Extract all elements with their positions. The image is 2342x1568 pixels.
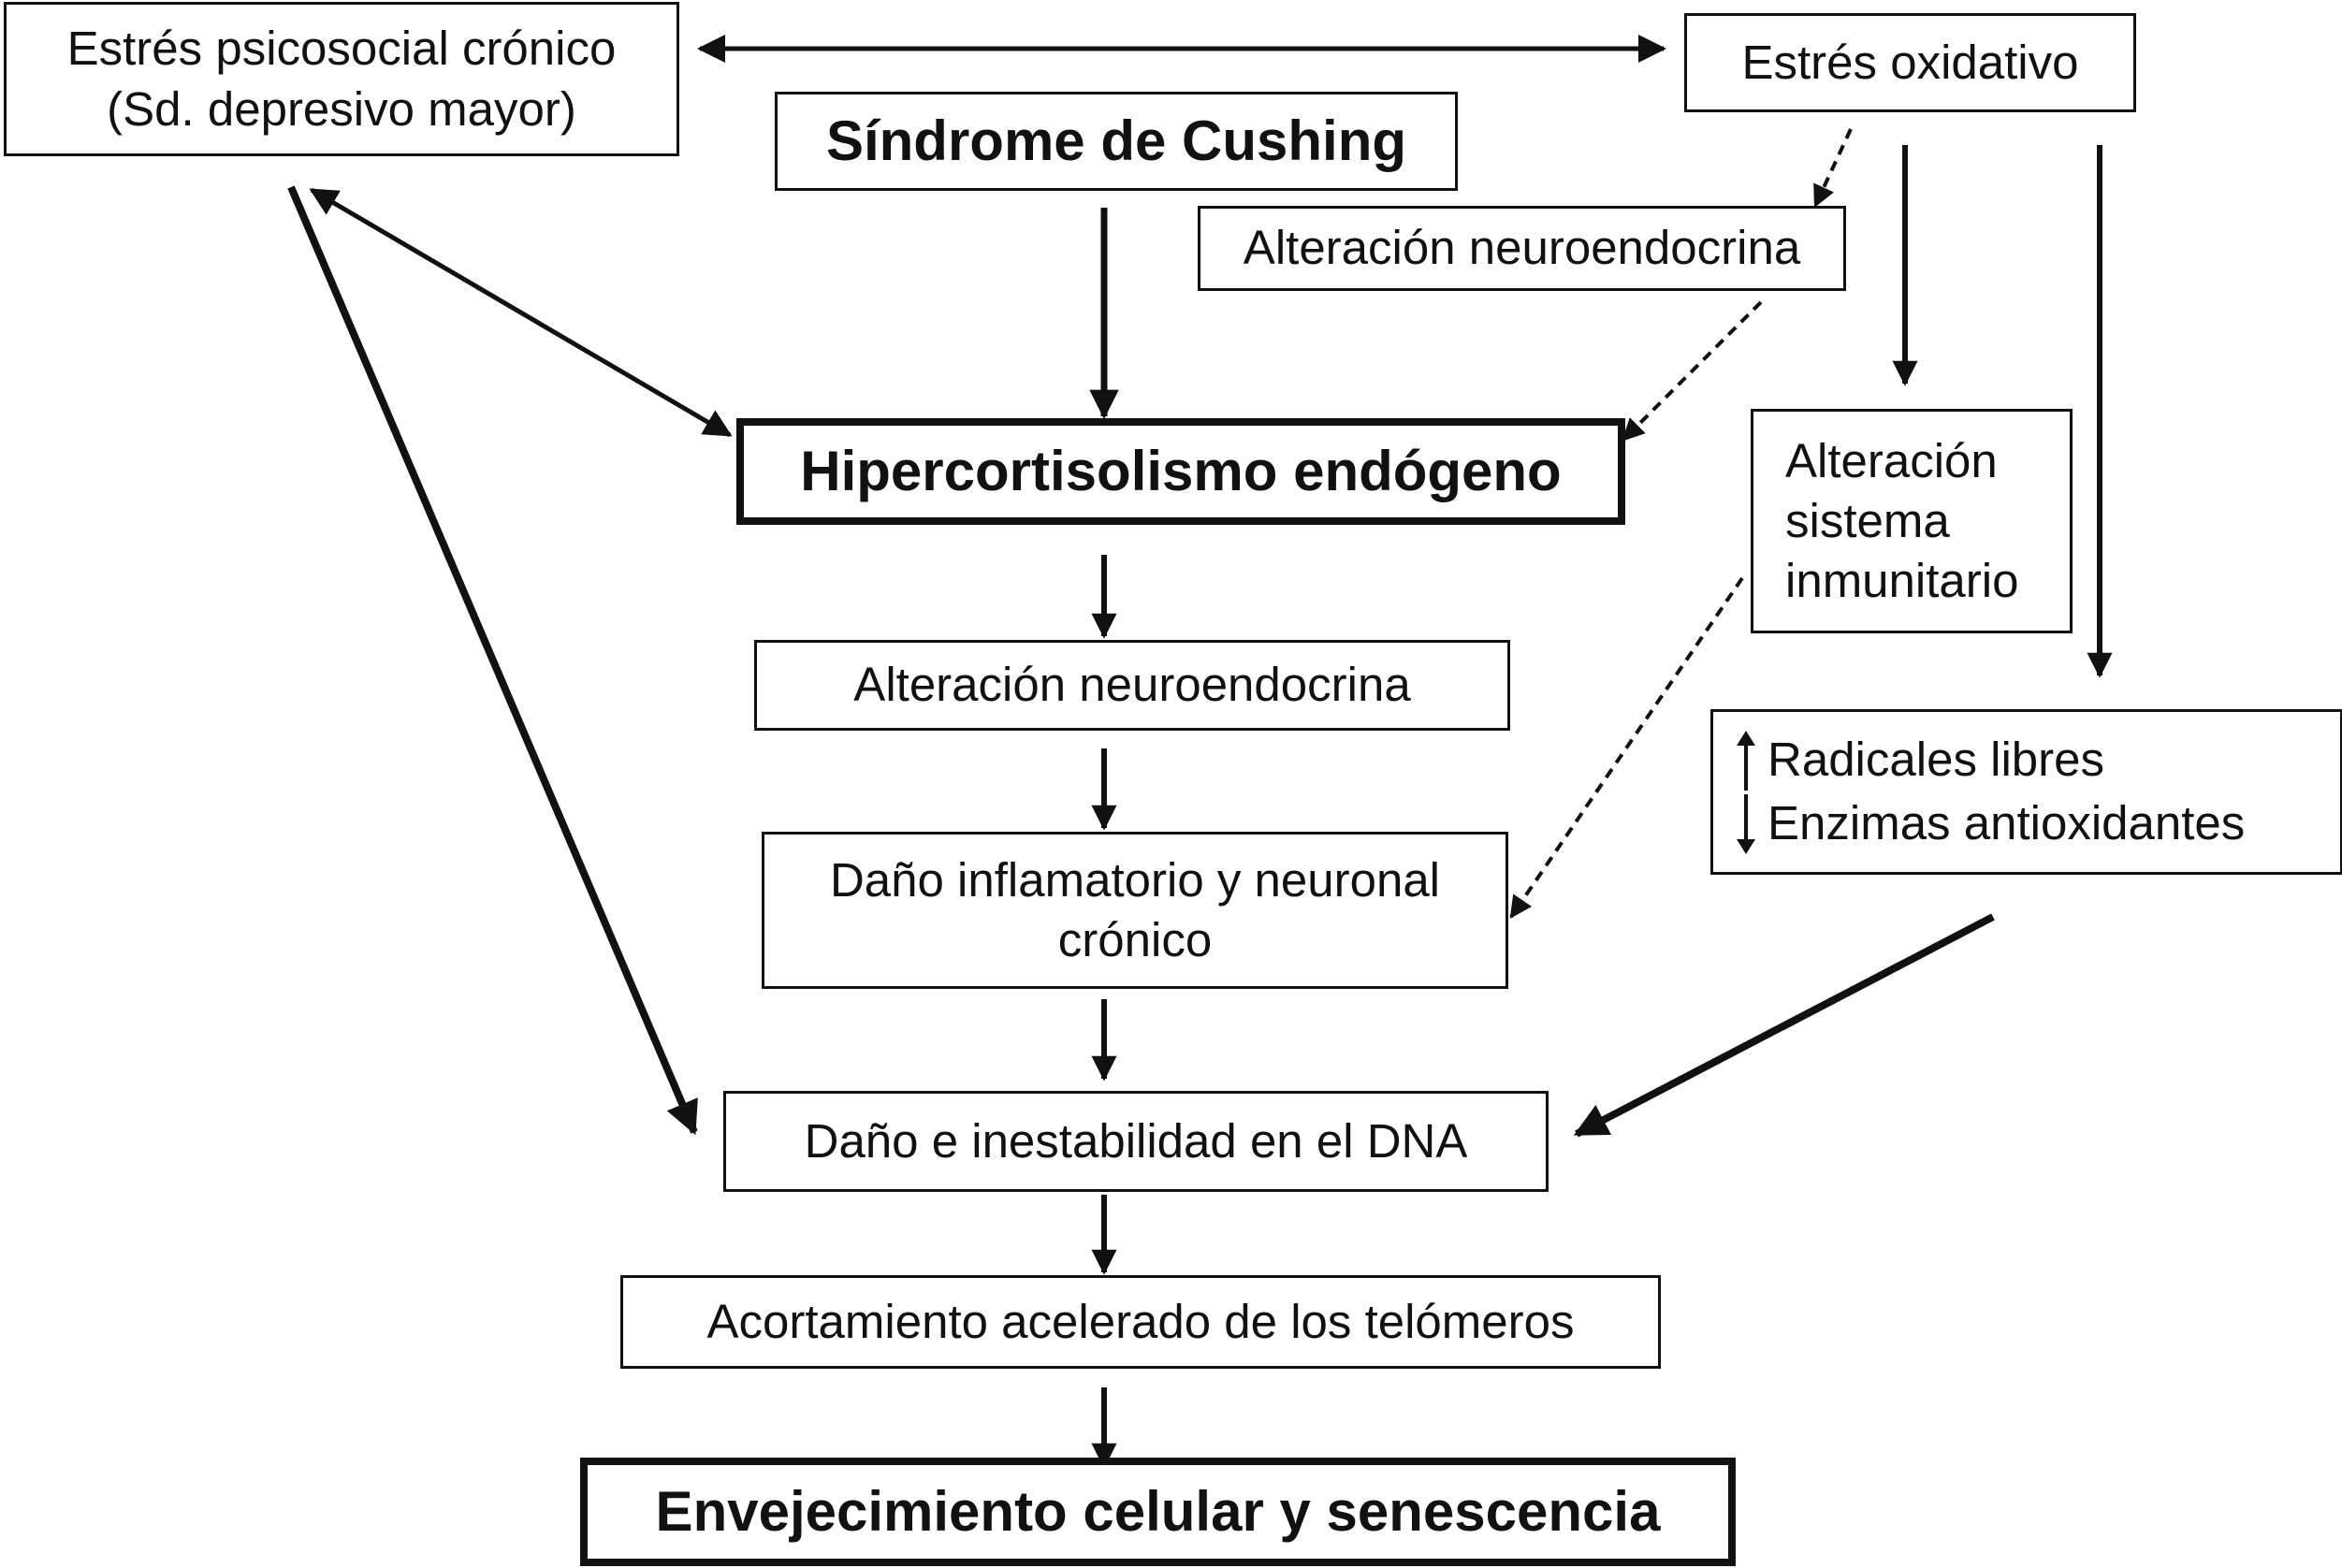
node-acortamiento: Acortamiento acelerado de los telómeros: [620, 1275, 1661, 1369]
node-sindrome-cushing: Síndrome de Cushing: [775, 92, 1458, 191]
node-envejecimiento: Envejecimiento celular y senescencia: [580, 1458, 1736, 1566]
radicales-up-row: Radicales libres: [1734, 729, 2104, 792]
estres-psicosocial-line2: (Sd. depresivo mayor): [107, 81, 576, 136]
alteracion-neuroendocrina-mid-label: Alteración neuroendocrina: [853, 658, 1411, 712]
acortamiento-label: Acortamiento acelerado de los telómeros: [706, 1294, 1575, 1348]
radicales-down-row: Enzimas antioxidantes: [1734, 792, 2245, 856]
dano-inflamatorio-line1: Daño inflamatorio y neuronal: [829, 852, 1441, 907]
arrow-radicales-dna: [1573, 913, 1995, 1138]
node-alteracion-inmunitario: Alteración sistema inmunitario: [1751, 409, 2073, 633]
hipercortisolismo-label: Hipercortisolismo endógeno: [800, 440, 1562, 503]
arrow-psicosocial-hipercortisolismo: [309, 187, 733, 438]
estres-psicosocial-line1: Estrés psicosocial crónico: [66, 22, 617, 76]
arrow-neuroendocrina-hipercortisolismo: [1622, 300, 1763, 442]
node-estres-oxidativo: Estrés oxidativo: [1684, 13, 2136, 112]
radicales-libres-label: Radicales libres: [1767, 733, 2104, 787]
node-dano-dna: Daño e inestabilidad en el DNA: [723, 1091, 1549, 1192]
alteracion-neuroendocrina-top-label: Alteración neuroendocrina: [1243, 221, 1801, 275]
arrow-up-icon: [1737, 730, 1755, 791]
alteracion-inmunitario-line3: inmunitario: [1785, 554, 2019, 608]
arrow-psicosocial-dna: [287, 185, 698, 1136]
arrow-down-icon: [1737, 793, 1755, 854]
node-alteracion-neuroendocrina-top: Alteración neuroendocrina: [1198, 206, 1846, 291]
node-dano-inflamatorio: Daño inflamatorio y neuronal crónico: [762, 832, 1508, 989]
node-radicales: Radicales libres Enzimas antioxidantes: [1710, 709, 2342, 875]
dano-dna-label: Daño e inestabilidad en el DNA: [804, 1113, 1468, 1168]
estres-oxidativo-label: Estrés oxidativo: [1741, 35, 2079, 89]
node-alteracion-neuroendocrina-mid: Alteración neuroendocrina: [754, 640, 1510, 731]
node-estres-psicosocial: Estrés psicosocial crónico (Sd. depresiv…: [4, 2, 679, 156]
alteracion-inmunitario-line1: Alteración: [1785, 433, 1998, 487]
arrow-inmunitario-inflamatorio: [1509, 576, 1744, 919]
enzimas-antioxidantes-label: Enzimas antioxidantes: [1767, 796, 2246, 850]
node-hipercortisolismo: Hipercortisolismo endógeno: [736, 418, 1625, 525]
sindrome-cushing-label: Síndrome de Cushing: [825, 109, 1407, 173]
alteracion-inmunitario-line2: sistema: [1785, 493, 1950, 547]
envejecimiento-label: Envejecimiento celular y senescencia: [655, 1480, 1661, 1544]
arrow-oxidativo-neuroendocrina: [1813, 128, 1853, 209]
dano-inflamatorio-line2: crónico: [1057, 913, 1213, 966]
